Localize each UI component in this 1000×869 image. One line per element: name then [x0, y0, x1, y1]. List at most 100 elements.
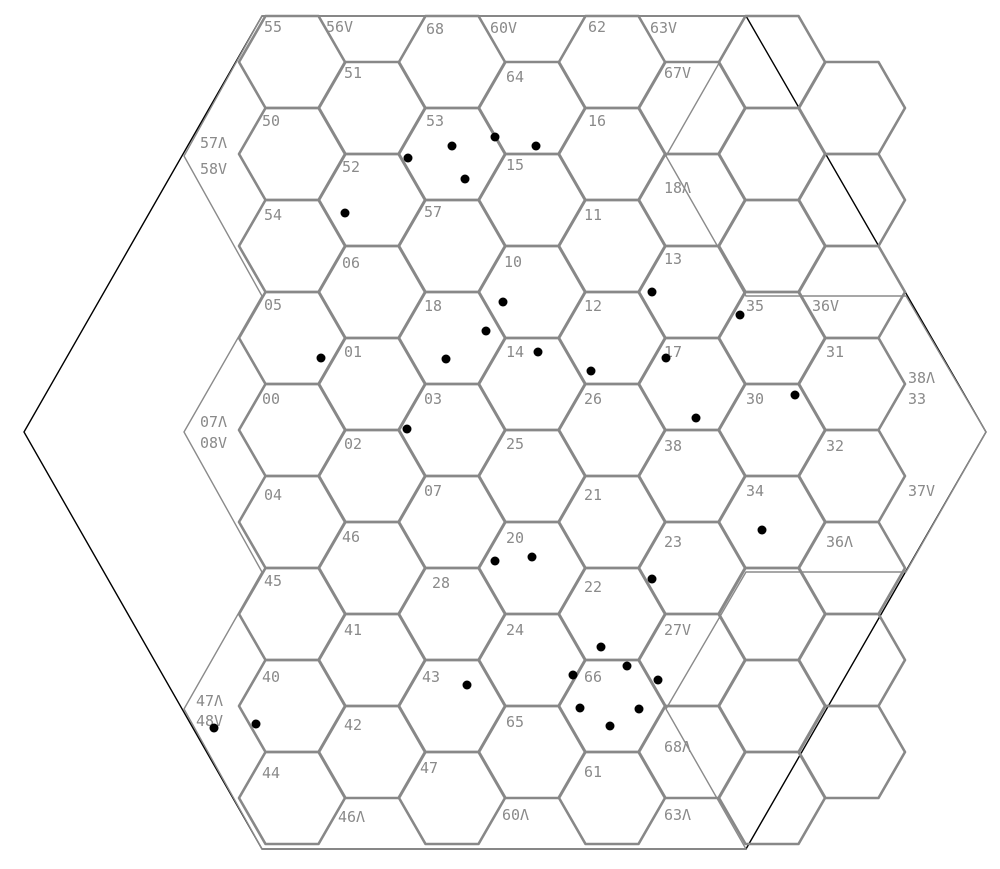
hex-label: 36V	[812, 297, 839, 315]
marker-dot	[661, 353, 671, 363]
hex-cell	[237, 750, 347, 846]
marker-dot	[568, 670, 578, 680]
marker-dot	[531, 141, 541, 151]
hex-cell	[637, 428, 747, 524]
hex-label: 11	[584, 206, 602, 224]
hex-label: 68	[426, 20, 444, 38]
marker-dot	[441, 354, 451, 364]
hex-cell	[717, 198, 827, 294]
hex-cell	[317, 152, 427, 248]
hex-cell	[317, 612, 427, 708]
hex-cell	[397, 474, 507, 570]
marker-dot	[691, 413, 701, 423]
hex-cell	[477, 704, 587, 800]
hex-label: 14	[506, 343, 524, 361]
marker-dot	[622, 661, 632, 671]
marker-dot	[209, 723, 219, 733]
hex-label: 62	[588, 18, 606, 36]
hex-label: 63V	[650, 19, 677, 37]
hex-label: 68Λ	[664, 738, 691, 756]
hex-cell	[717, 566, 827, 662]
markers	[209, 132, 800, 733]
hex-cell	[237, 474, 347, 570]
hex-cell	[797, 704, 907, 800]
hex-label: 18	[424, 297, 442, 315]
marker-dot	[653, 675, 663, 685]
hex-cell	[317, 336, 427, 432]
hex-label: 36Λ	[826, 533, 853, 551]
hex-label: 52	[342, 158, 360, 176]
hex-cell	[557, 474, 667, 570]
marker-dot	[490, 556, 500, 566]
hex-label: 53	[426, 112, 444, 130]
hex-label: 64	[506, 68, 524, 86]
hex-cell	[317, 60, 427, 156]
hex-cell	[237, 658, 347, 754]
marker-dot	[605, 721, 615, 731]
hex-cell	[397, 750, 507, 846]
hex-label: 32	[826, 437, 844, 455]
hex-label: 26	[584, 390, 602, 408]
hex-label: 13	[664, 250, 682, 268]
marker-dot	[790, 390, 800, 400]
marker-dot	[460, 174, 470, 184]
hex-cell	[237, 290, 347, 386]
hex-label: 03	[424, 390, 442, 408]
hex-label: 61	[584, 763, 602, 781]
hex-label: 02	[344, 435, 362, 453]
hex-label: 35	[746, 297, 764, 315]
hex-cell	[557, 290, 667, 386]
hex-label: 25	[506, 435, 524, 453]
hex-cell	[237, 198, 347, 294]
hex-label: 38	[664, 437, 682, 455]
hex-label: 42	[344, 716, 362, 734]
hex-label: 38Λ	[908, 369, 935, 387]
hex-label: 34	[746, 482, 764, 500]
hex-cell	[557, 750, 667, 846]
hex-label: 56V	[326, 18, 353, 36]
marker-dot	[647, 287, 657, 297]
hex-label: 07	[424, 482, 442, 500]
hex-label: 15	[506, 156, 524, 174]
marker-dot	[316, 353, 326, 363]
hex-cell	[317, 704, 427, 800]
hex-label: 54	[264, 206, 282, 224]
hex-label: 47	[420, 759, 438, 777]
marker-dot	[481, 326, 491, 336]
hex-label: 18Λ	[664, 179, 691, 197]
hex-label: 46	[342, 528, 360, 546]
hex-cell	[397, 290, 507, 386]
hex-label: 58V	[200, 160, 227, 178]
hex-cell	[317, 428, 427, 524]
hex-label: 31	[826, 343, 844, 361]
hex-cell	[797, 336, 907, 432]
hex-cell	[637, 612, 747, 708]
hex-cell	[477, 152, 587, 248]
hex-label: 20	[506, 529, 524, 547]
hex-label: 60V	[490, 19, 517, 37]
marker-dot	[447, 141, 457, 151]
marker-dot	[596, 642, 606, 652]
marker-dot	[647, 574, 657, 584]
marker-dot	[498, 297, 508, 307]
hex-cell	[557, 198, 667, 294]
hex-label: 21	[584, 486, 602, 504]
marker-dot	[575, 703, 585, 713]
hex-grid	[237, 14, 907, 846]
marker-dot	[402, 424, 412, 434]
hex-cell	[637, 704, 747, 800]
hex-cell	[797, 60, 907, 156]
hex-cell	[477, 336, 587, 432]
hex-cell	[397, 566, 507, 662]
hex-label: 27V	[664, 621, 691, 639]
hex-label: 37V	[908, 482, 935, 500]
hex-cell	[237, 106, 347, 202]
hex-label: 04	[264, 486, 282, 504]
inner-hexagon-frame	[183, 15, 987, 850]
hex-cell	[637, 152, 747, 248]
hex-cell	[477, 244, 587, 340]
hex-cell	[717, 290, 827, 386]
hex-cell	[557, 382, 667, 478]
hex-cell	[477, 612, 587, 708]
